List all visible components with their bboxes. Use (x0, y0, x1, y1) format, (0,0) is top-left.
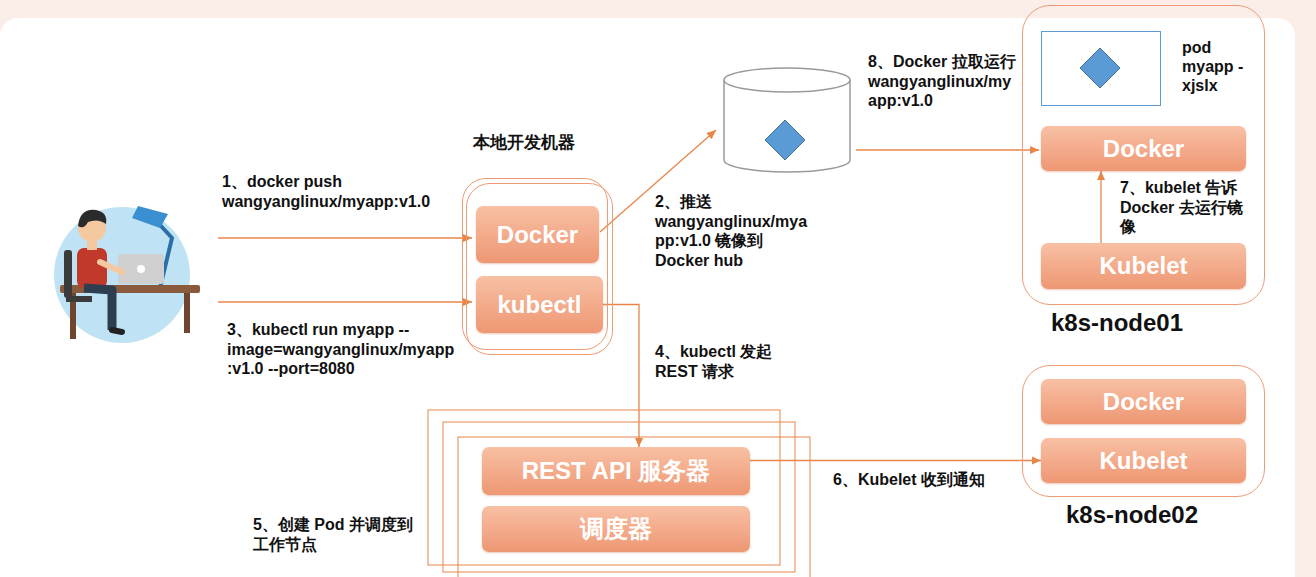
component-box: Docker (1041, 379, 1246, 424)
component-box: Docker (1041, 126, 1246, 171)
component-label: Kubelet (1099, 447, 1187, 475)
step-label: 2、推送 wangyanglinux/myapp:v1.0 镜像到 Docker… (655, 192, 815, 270)
step-label: 1、docker push wangyanglinux/myapp:v1.0 (222, 172, 467, 211)
step-label: 6、Kubelet 收到通知 (833, 470, 998, 490)
flow-arrow (1100, 171, 1101, 243)
group-box: k8s-node02DockerKubelet (1022, 365, 1265, 497)
component-label: REST API 服务器 (522, 455, 710, 487)
component-box: kubectl (476, 276, 603, 333)
step-label: 7、kubelet 告诉 Docker 去运行镜像 (1120, 178, 1250, 237)
pod-diamond (1080, 48, 1120, 88)
component-box: Kubelet (1041, 438, 1246, 483)
node-name: k8s-node01 (1051, 309, 1183, 337)
step-label: 4、kubectl 发起 REST 请求 (655, 342, 795, 381)
pod-box: pod myapp -xjslx (1041, 31, 1161, 106)
component-label: Docker (497, 221, 578, 249)
component-box: 调度器 (482, 506, 750, 552)
component-label: Kubelet (1099, 252, 1187, 280)
group-box: k8s-node01pod myapp -xjslxDockerKubelet (1022, 5, 1265, 305)
flow-arrows (218, 130, 1039, 302)
step-label: 5、创建 Pod 并调度到工作节点 (253, 515, 423, 554)
component-label: Docker (1103, 388, 1184, 416)
component-label: Docker (1103, 135, 1184, 163)
pod-name: pod myapp -xjslx (1182, 38, 1256, 96)
component-box: Kubelet (1041, 243, 1246, 289)
developer-illustration (54, 206, 200, 343)
step-label: 8、Docker 拉取运行 wangyanglinux/myapp:v1.0 (868, 52, 1018, 111)
flow-arrow (750, 460, 1041, 461)
component-label: 调度器 (580, 513, 652, 545)
master-outlines (428, 410, 810, 577)
component-box: Docker (476, 206, 599, 263)
group-box: 本地开发机器Dockerkubectl (462, 178, 608, 350)
flow-arrow (603, 305, 639, 448)
step-label: 3、kubectl run myapp --image=wangyanglinu… (227, 320, 455, 379)
node-name: k8s-node02 (1066, 501, 1198, 529)
component-box: REST API 服务器 (482, 447, 750, 495)
registry-cylinder (724, 68, 850, 172)
group-heading: 本地开发机器 (473, 131, 575, 154)
component-label: kubectl (497, 291, 581, 319)
